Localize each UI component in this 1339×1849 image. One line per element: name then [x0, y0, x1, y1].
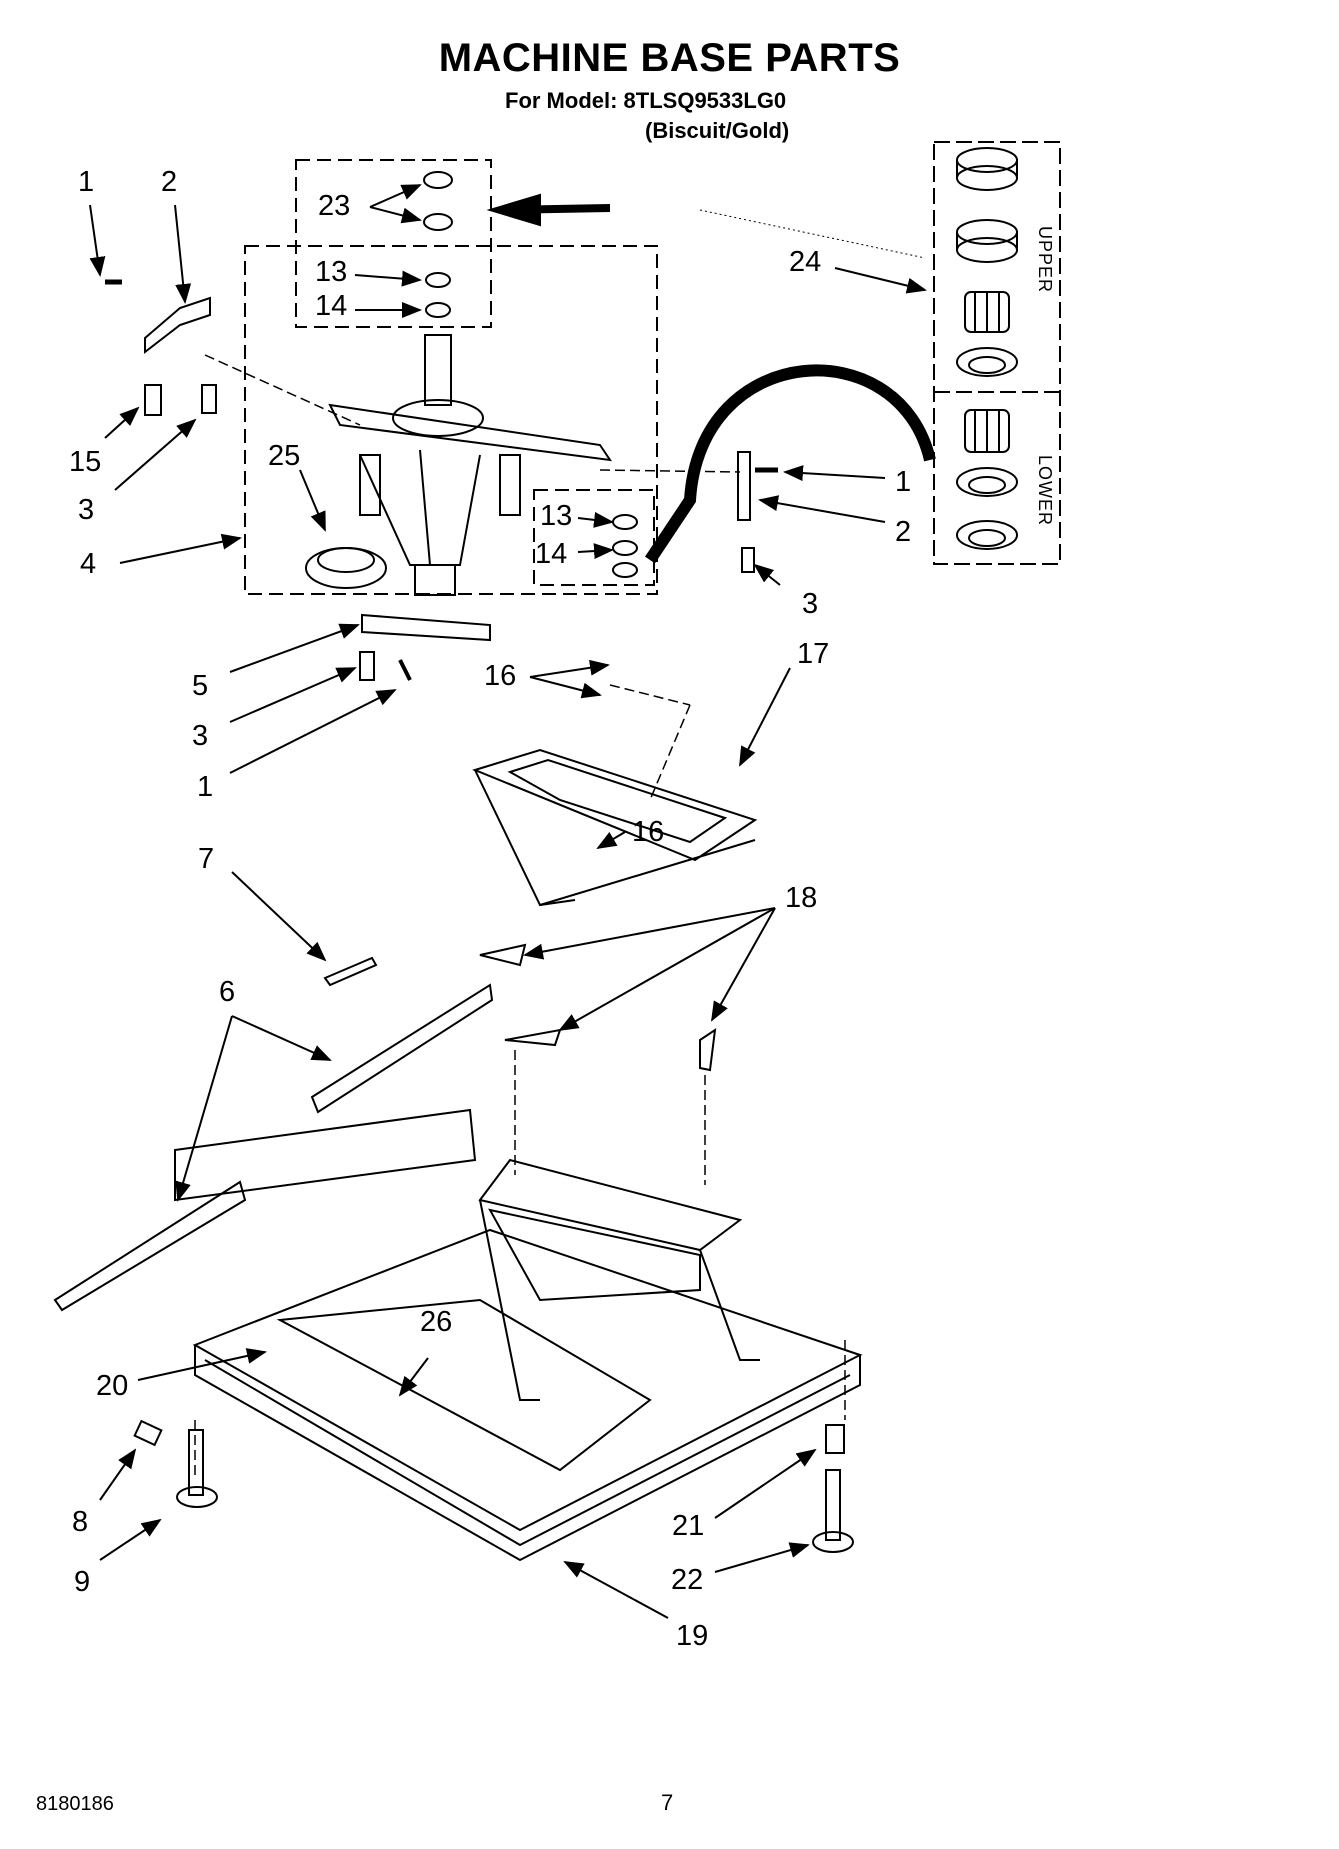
callout-23: 23 — [318, 190, 351, 222]
callout-4: 4 — [80, 548, 97, 580]
seal-upper-1 — [956, 147, 1018, 191]
callout-14: 14 — [535, 538, 568, 570]
ring-upper — [956, 347, 1018, 377]
callout-15: 15 — [69, 446, 102, 478]
callout-3: 3 — [192, 720, 209, 752]
color-subtitle: (Biscuit/Gold) — [645, 118, 790, 143]
seal-upper-2 — [956, 219, 1018, 263]
callout-18: 18 — [785, 882, 818, 914]
callout-16: 16 — [632, 816, 665, 848]
leg-right — [812, 1424, 854, 1553]
callout-6: 6 — [219, 976, 236, 1008]
callout-3: 3 — [78, 494, 95, 526]
callout-14: 14 — [315, 290, 348, 322]
callout-1: 1 — [197, 771, 214, 803]
callout-5: 5 — [192, 670, 209, 702]
dashed-box-top — [295, 159, 492, 328]
callout-3: 3 — [802, 588, 819, 620]
brace-17 — [472, 748, 758, 907]
model-subtitle: For Model: 8TLSQ9533LG0 — [505, 88, 787, 113]
page-number: 7 — [661, 1790, 674, 1815]
ring-lower-2 — [956, 520, 1018, 550]
callout-8: 8 — [72, 1506, 89, 1538]
page-title: MACHINE BASE PARTS — [438, 36, 901, 80]
leg-left — [176, 1429, 218, 1508]
document-number: 8180186 — [36, 1793, 114, 1815]
callout-1: 1 — [895, 466, 912, 498]
callout-1: 1 — [78, 166, 95, 198]
dashed-box-agitator — [244, 245, 658, 595]
callout-19: 19 — [676, 1620, 709, 1652]
callout-20: 20 — [96, 1370, 129, 1402]
big-curved-arrow — [645, 364, 936, 564]
callout-25: 25 — [268, 440, 301, 472]
gear-lower — [964, 409, 1010, 453]
callout-22: 22 — [671, 1564, 704, 1596]
callout-24: 24 — [789, 246, 822, 278]
dashed-box-bearing — [533, 489, 655, 586]
callout-26: 26 — [420, 1306, 453, 1338]
seal-kit-upper-label: UPPER — [1035, 226, 1055, 294]
callout-9: 9 — [74, 1566, 91, 1598]
seal-kit-lower-label: LOWER — [1035, 455, 1055, 527]
callout-16: 16 — [484, 660, 517, 692]
gear-upper — [964, 291, 1010, 333]
callout-13: 13 — [540, 500, 573, 532]
callout-7: 7 — [198, 843, 215, 875]
callout-2: 2 — [161, 166, 178, 198]
seal-kit-box — [933, 141, 1061, 565]
spring-7 — [323, 956, 378, 987]
shaft-assembly — [328, 334, 613, 596]
seal-ring-25 — [305, 547, 387, 589]
callout-13: 13 — [315, 256, 348, 288]
callout-2: 2 — [895, 516, 912, 548]
cabinet-base — [174, 1108, 863, 1562]
callout-17: 17 — [797, 638, 830, 670]
ring-lower-1 — [956, 467, 1018, 497]
callout-21: 21 — [672, 1510, 705, 1542]
